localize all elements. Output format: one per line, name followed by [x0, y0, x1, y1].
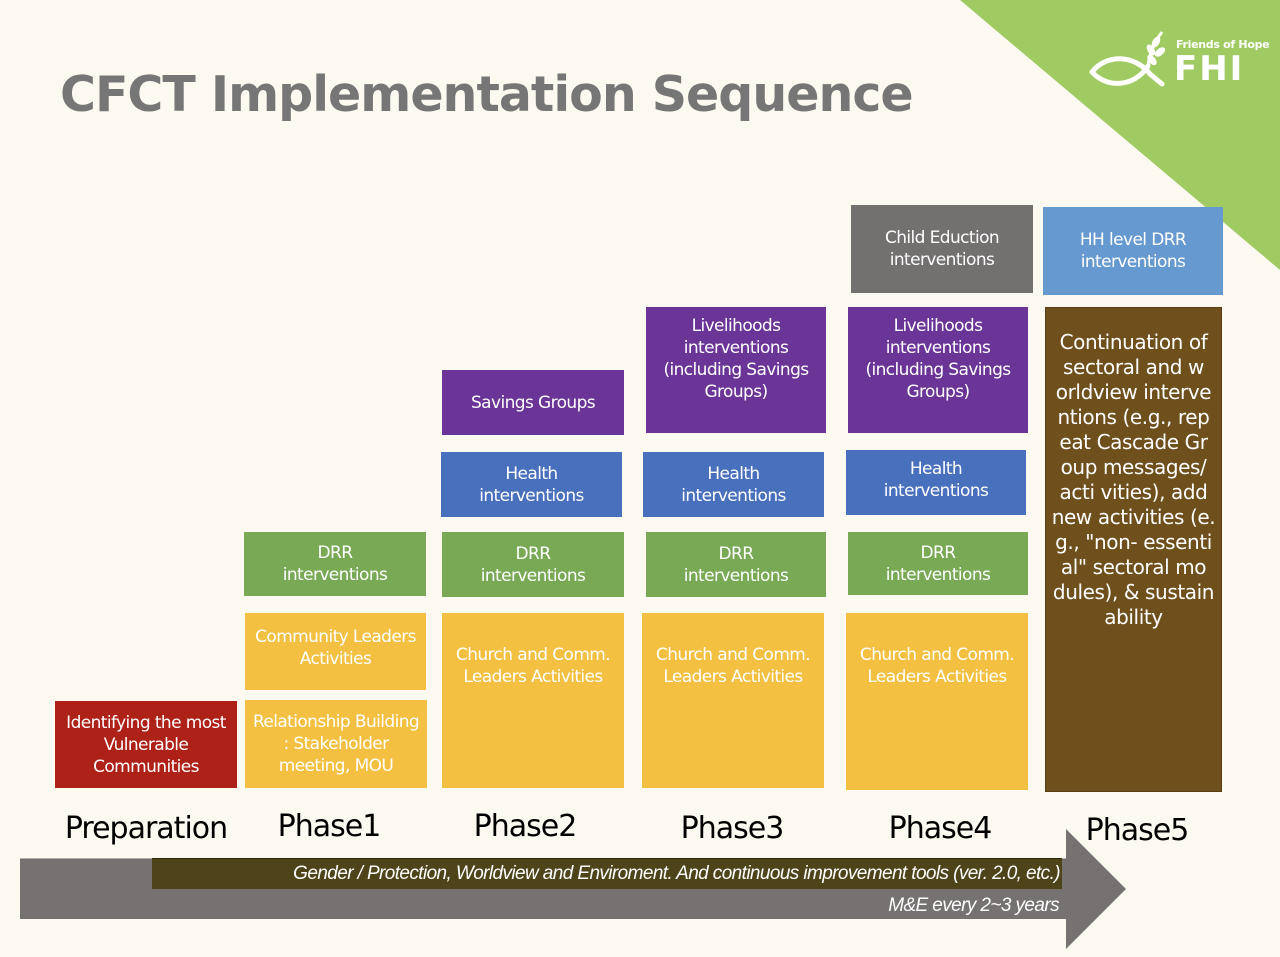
block-text: Church and Comm. Leaders Activities — [455, 645, 611, 687]
block-phase3-church-leaders: Church and Comm. Leaders Activities — [642, 613, 824, 788]
block-text: Continuation of sectoral and w orldview … — [1051, 330, 1216, 629]
phase-label-phase4: Phase4 — [888, 811, 993, 846]
block-phase4-child-education: Child Eduction interventions — [851, 205, 1033, 293]
phase-label-phase3: Phase3 — [680, 811, 785, 846]
block-text: DRR interventions — [282, 543, 388, 585]
block-text: Health interventions — [883, 458, 989, 501]
block-text: Community Leaders Activities — [255, 627, 416, 669]
block-text: Church and Comm. Leaders Activities — [859, 645, 1015, 687]
fhi-logo: Friends of Hope FHI — [1086, 30, 1276, 92]
block-phase4-drr: DRR interventions — [848, 532, 1028, 595]
logo-name: FHI — [1174, 49, 1245, 89]
phase-label-phase2: Phase2 — [473, 809, 578, 844]
block-text: DRR interventions — [683, 543, 789, 586]
block-text: Child Eduction interventions — [884, 228, 1000, 270]
block-text: HH level DRR interventions — [1079, 230, 1187, 272]
fish-with-leaves-icon — [1089, 31, 1166, 87]
block-phase1-relationship-building: Relationship Building : Stakeholder meet… — [245, 700, 427, 788]
phase-label-phase1: Phase1 — [277, 809, 382, 844]
block-text: DRR interventions — [480, 543, 586, 586]
block-phase3-health: Health interventions — [643, 452, 824, 517]
crosscutting-themes-band: Gender / Protection, Worldview and Envir… — [152, 858, 1062, 889]
block-phase4-livelihoods: Livelihoods interventions (including Sav… — [848, 307, 1028, 433]
block-text: Identifying the most Vulnerable Communit… — [66, 712, 226, 777]
block-phase3-livelihoods: Livelihoods interventions (including Sav… — [646, 307, 826, 433]
block-phase3-drr: DRR interventions — [646, 532, 826, 597]
phase-label-preparation: Preparation — [64, 811, 228, 846]
block-text: Church and Comm. Leaders Activities — [655, 645, 811, 687]
page-title: CFCT Implementation Sequence — [60, 66, 914, 123]
block-phase2-church-leaders: Church and Comm. Leaders Activities — [442, 613, 624, 788]
block-text: Health interventions — [681, 463, 786, 506]
block-text: Health interventions — [479, 463, 584, 506]
block-phase2-savings-groups: Savings Groups — [442, 370, 624, 435]
block-text: Livelihoods interventions (including Sav… — [865, 316, 1011, 402]
block-text: Relationship Building : Stakeholder meet… — [252, 712, 420, 776]
block-text: Savings Groups — [470, 392, 596, 413]
block-phase4-church-leaders: Church and Comm. Leaders Activities — [846, 613, 1028, 790]
block-phase2-health: Health interventions — [441, 452, 622, 517]
block-phase5-continuation: Continuation of sectoral and w orldview … — [1045, 307, 1222, 792]
block-phase5-hh-drr: HH level DRR interventions — [1043, 207, 1223, 295]
block-phase1-drr: DRR interventions — [244, 532, 426, 596]
block-text: Livelihoods interventions (including Sav… — [663, 316, 809, 402]
monitoring-evaluation-text: M&E every 2~3 years — [888, 895, 1059, 916]
phase-label-phase5: Phase5 — [1085, 813, 1190, 848]
block-phase4-health: Health interventions — [846, 450, 1026, 515]
logo-tagline: Friends of Hope — [1176, 38, 1270, 51]
crosscutting-themes-text: Gender / Protection, Worldview and Envir… — [293, 863, 1060, 884]
block-phase2-drr: DRR interventions — [442, 532, 624, 597]
block-text: DRR interventions — [885, 542, 991, 585]
block-identify-vulnerable-communities: Identifying the most Vulnerable Communit… — [55, 701, 237, 788]
block-phase1-community-leaders: Community Leaders Activities — [245, 613, 426, 690]
